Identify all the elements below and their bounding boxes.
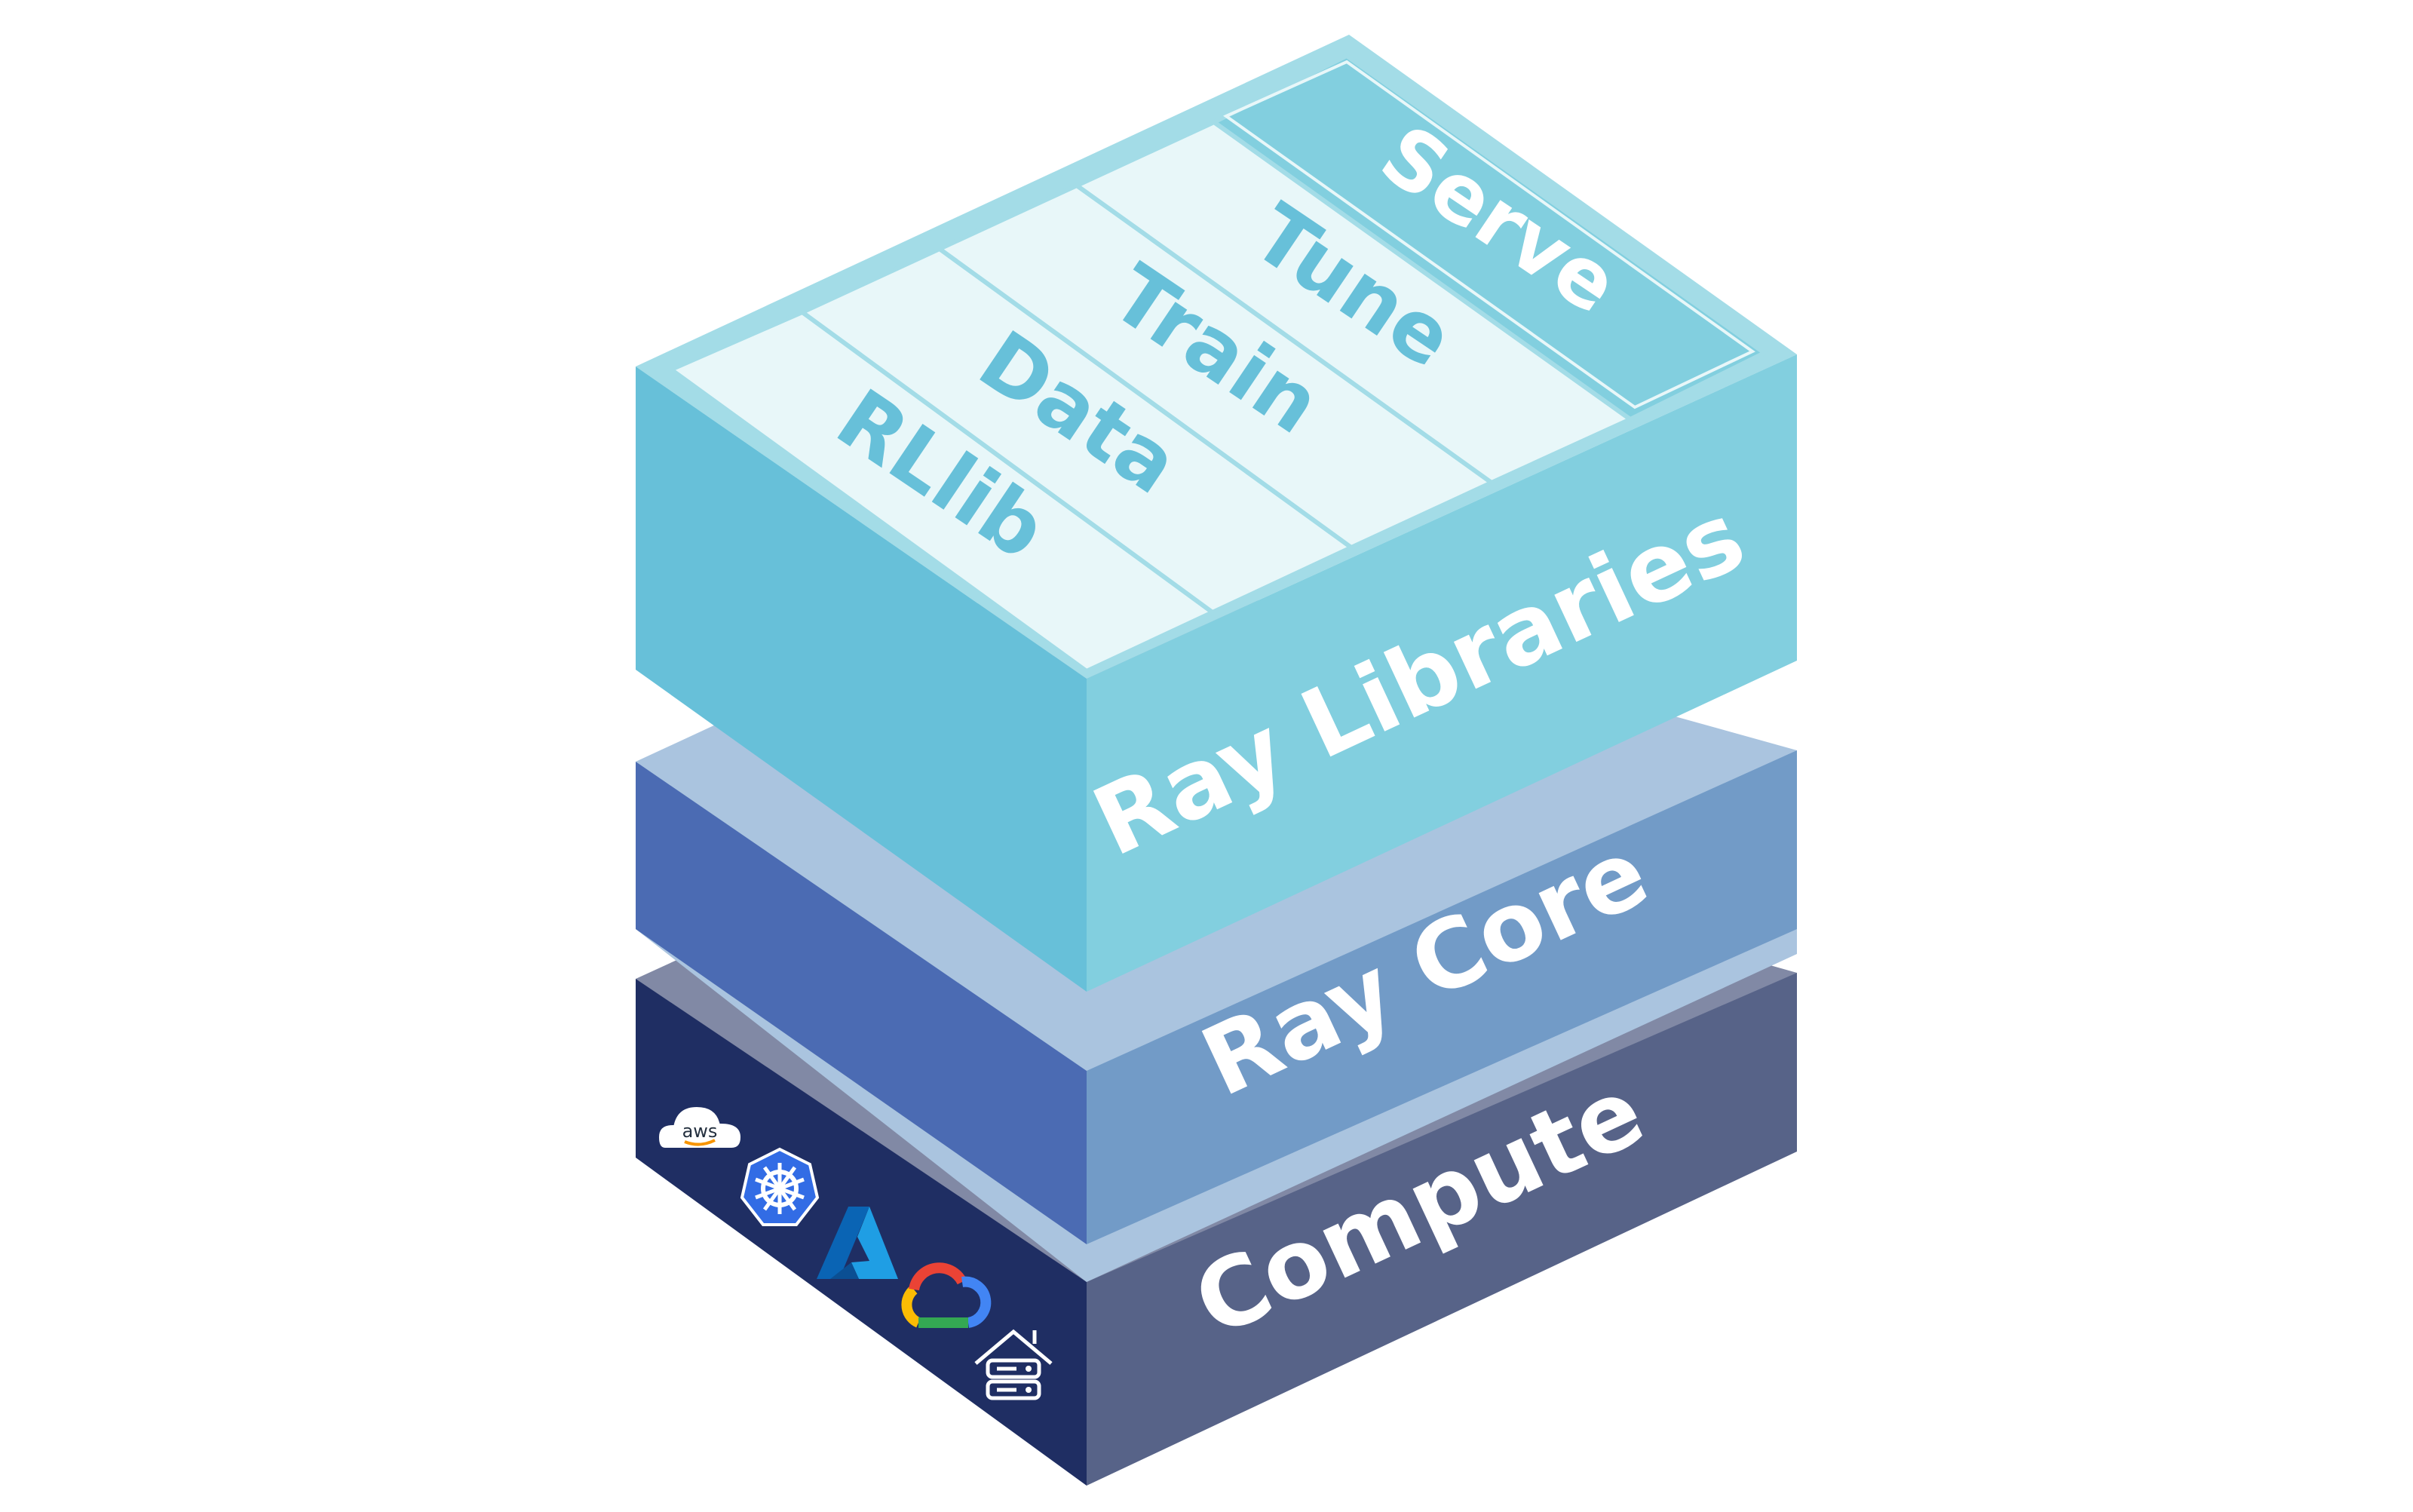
- google-cloud-icon: [901, 1262, 992, 1328]
- kubernetes-icon: [740, 1147, 820, 1226]
- core-layer-left-face: [636, 762, 1087, 1244]
- libraries-layer-right-face: [1087, 354, 1797, 992]
- core-layer-right-face: [1087, 750, 1797, 1244]
- aws-icon-label: aws: [682, 1121, 718, 1142]
- compute-layer-right-face: [1087, 973, 1797, 1486]
- libraries-layer-left-face: [636, 366, 1087, 992]
- azure-icon: [817, 1207, 898, 1279]
- aws-icon: aws: [655, 1103, 744, 1151]
- library-cell-serve-outline: [1223, 60, 1755, 409]
- library-cell-serve: [1210, 53, 1769, 422]
- on-premise-server-icon: [974, 1329, 1053, 1400]
- library-cells: [666, 53, 1769, 674]
